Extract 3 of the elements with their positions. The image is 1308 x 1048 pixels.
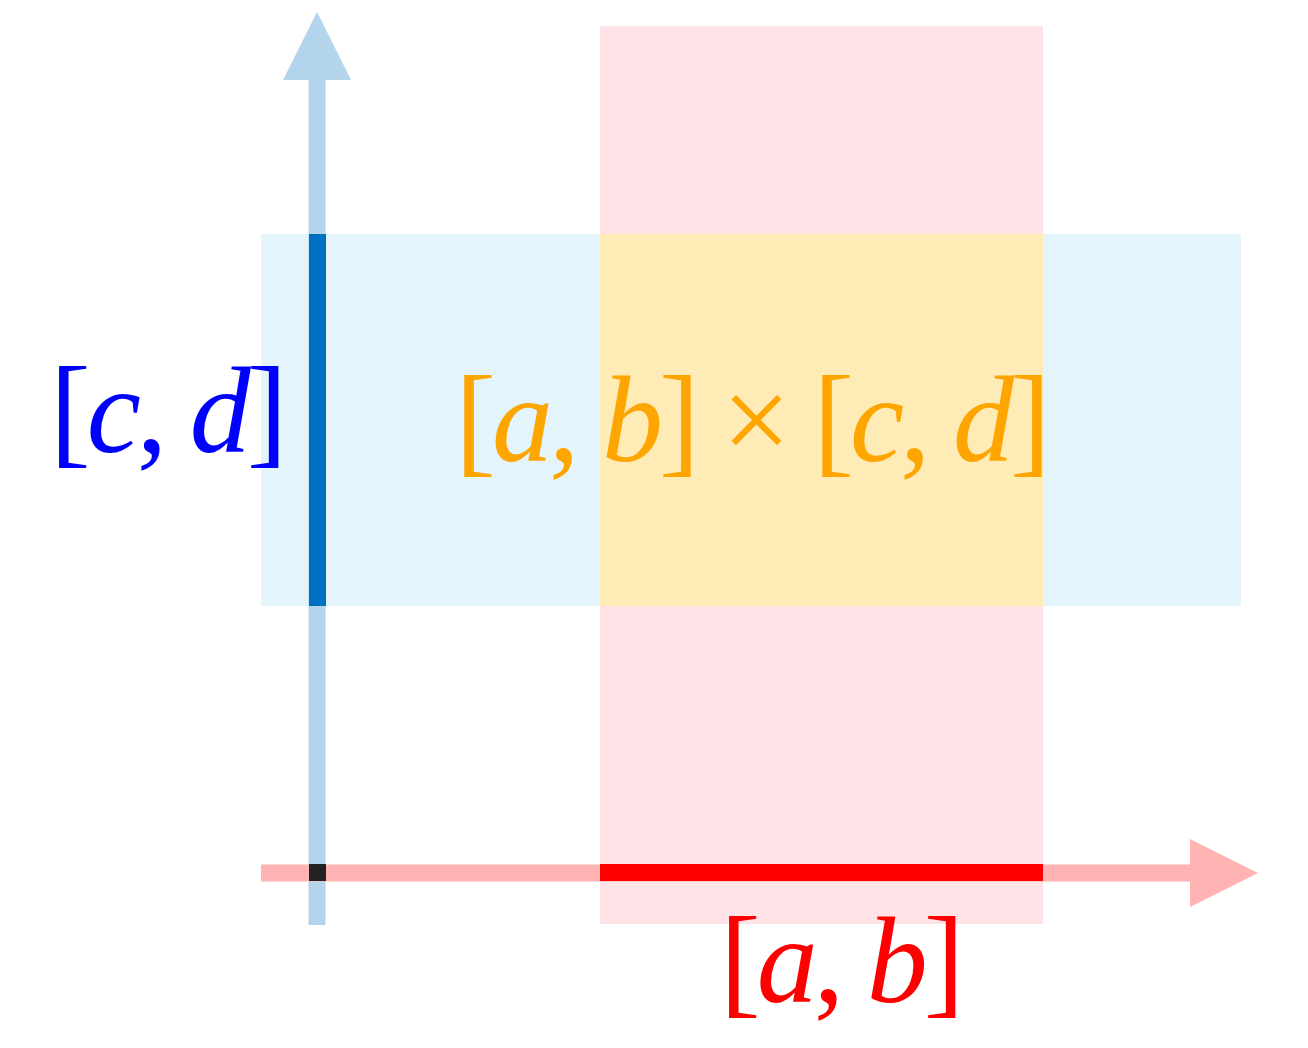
interval-label: [c, d]: [50, 350, 284, 472]
product-label: [a, b] × [c, d]: [455, 359, 1047, 481]
interval-label: [a, b]: [720, 900, 961, 1022]
